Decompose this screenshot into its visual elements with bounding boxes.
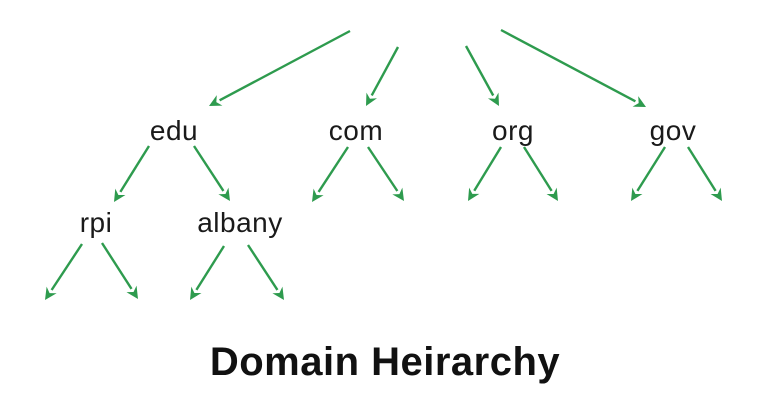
node-label-com: com — [329, 115, 383, 146]
edge-rpi-to-right-child — [100, 242, 139, 299]
edge-root-to-com — [366, 46, 400, 106]
node-label-rpi: rpi — [80, 207, 113, 238]
node-label-albany: albany — [197, 207, 283, 238]
edge-edu-to-albany — [192, 145, 230, 201]
edge-edu-to-rpi — [113, 145, 151, 202]
diagram-title: Domain Heirarchy — [210, 340, 561, 384]
edge-root-to-org — [464, 45, 500, 107]
edge-com-to-right-child — [367, 146, 404, 201]
node-label-org: org — [492, 115, 534, 146]
labels-layer: edu com org gov rpi albany — [80, 115, 697, 238]
node-label-gov: gov — [650, 115, 697, 146]
edge-com-to-left-child — [311, 146, 350, 202]
edges-layer — [44, 28, 723, 301]
edge-gov-to-right-child — [686, 146, 723, 201]
node-label-edu: edu — [150, 115, 198, 146]
edge-albany-to-right-child — [246, 244, 285, 301]
edge-albany-to-left-child — [189, 245, 226, 301]
edge-root-to-gov — [500, 28, 647, 107]
edge-root-to-edu — [208, 29, 351, 107]
edge-org-to-right-child — [522, 146, 559, 201]
edge-gov-to-left-child — [630, 146, 667, 201]
edge-rpi-to-left-child — [44, 243, 84, 300]
edge-org-to-left-child — [467, 146, 503, 202]
